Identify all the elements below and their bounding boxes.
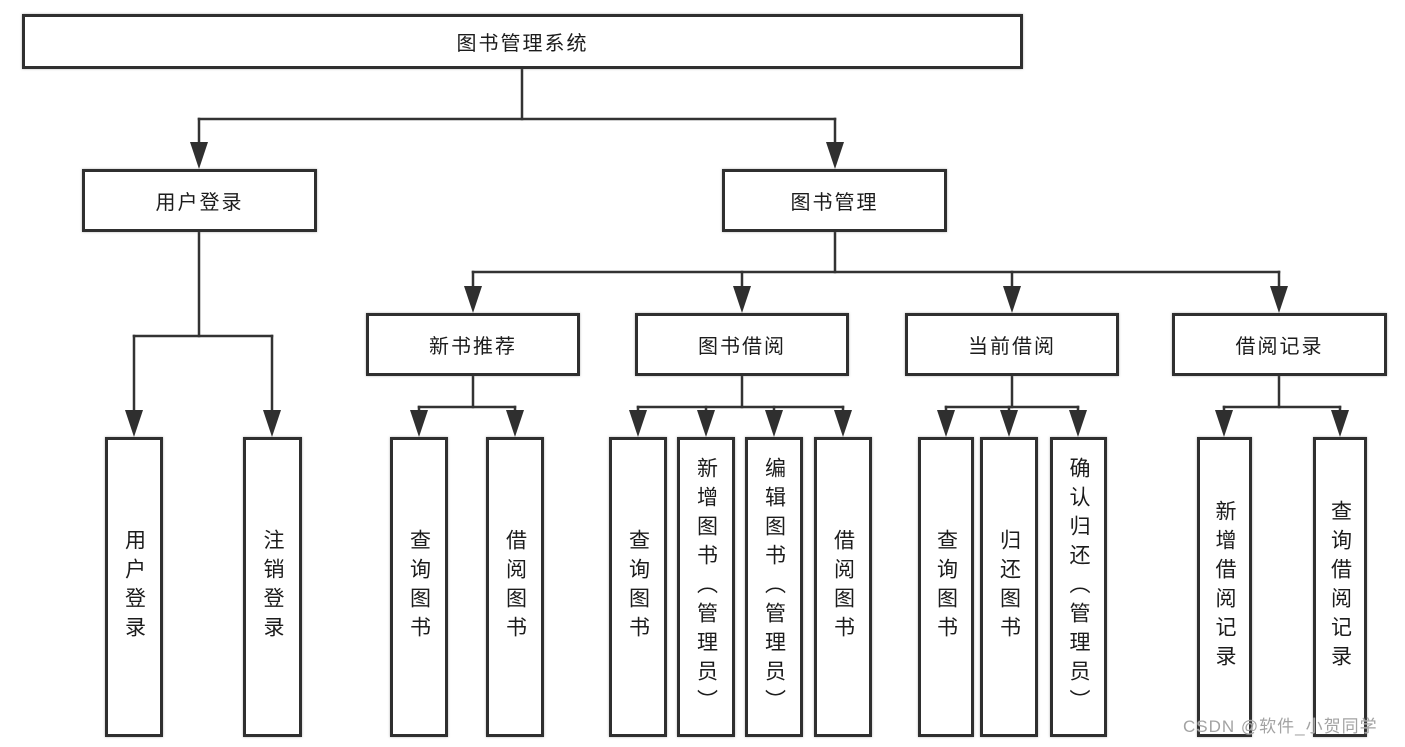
node-label: 新书推荐: [429, 336, 517, 358]
node-label: 用户登录: [155, 192, 244, 214]
node-new-book-recommend: 新书推荐: [366, 313, 580, 376]
node-label: 借阅记录: [1235, 336, 1324, 358]
node-label: 新增借阅记录: [1213, 500, 1237, 674]
arrow-down-icon: [1069, 410, 1087, 437]
node-label: 查询图书: [934, 529, 958, 645]
node-label: 图书管理: [790, 192, 879, 214]
arrow-down-icon: [190, 142, 208, 169]
node-label: 归还图书: [997, 529, 1021, 645]
node-label: 用户登录: [122, 529, 146, 645]
arrow-down-icon: [1270, 286, 1288, 313]
leaf-confirm-return-admin: 确认归还（管理员）: [1050, 437, 1107, 737]
node-label: 查询借阅记录: [1328, 500, 1352, 674]
arrow-down-icon: [733, 286, 751, 313]
arrow-down-icon: [410, 410, 428, 437]
arrow-down-icon: [464, 286, 482, 313]
arrow-down-icon: [1000, 410, 1018, 437]
leaf-user-login: 用户登录: [105, 437, 163, 737]
leaf-edit-book-admin: 编辑图书（管理员）: [745, 437, 803, 737]
arrow-down-icon: [629, 410, 647, 437]
leaf-add-borrow-record: 新增借阅记录: [1197, 437, 1252, 737]
leaf-query-books-current: 查询图书: [918, 437, 974, 737]
node-borrowing-records: 借阅记录: [1172, 313, 1387, 376]
leaf-borrow-books-recommend: 借阅图书: [486, 437, 544, 737]
node-label: 查询图书: [626, 529, 650, 645]
node-label: 编辑图书（管理员）: [762, 456, 786, 718]
node-library-system: 图书管理系统: [22, 14, 1023, 69]
node-label: 查询图书: [407, 529, 431, 645]
arrow-down-icon: [1003, 286, 1021, 313]
arrow-down-icon: [1215, 410, 1233, 437]
node-label: 图书管理系统: [456, 33, 589, 55]
leaf-logout: 注销登录: [243, 437, 302, 737]
node-user-login: 用户登录: [82, 169, 317, 232]
node-label: 确认归还（管理员）: [1067, 456, 1091, 718]
node-label: 注销登录: [261, 529, 285, 645]
arrow-down-icon: [1331, 410, 1349, 437]
leaf-borrow-books: 借阅图书: [814, 437, 872, 737]
node-current-borrowing: 当前借阅: [905, 313, 1119, 376]
arrow-down-icon: [506, 410, 524, 437]
node-book-borrowing: 图书借阅: [635, 313, 849, 376]
arrow-down-icon: [263, 410, 281, 437]
leaf-query-books-borrow: 查询图书: [609, 437, 667, 737]
node-label: 当前借阅: [968, 336, 1056, 358]
arrow-down-icon: [834, 410, 852, 437]
arrow-down-icon: [697, 410, 715, 437]
arrow-down-icon: [826, 142, 844, 169]
node-label: 新增图书（管理员）: [694, 456, 718, 718]
leaf-query-borrow-record: 查询借阅记录: [1313, 437, 1367, 737]
leaf-return-book: 归还图书: [980, 437, 1038, 737]
leaf-add-book-admin: 新增图书（管理员）: [677, 437, 735, 737]
node-book-management: 图书管理: [722, 169, 947, 232]
arrow-down-icon: [125, 410, 143, 437]
arrow-down-icon: [937, 410, 955, 437]
node-label: 图书借阅: [698, 336, 786, 358]
node-label: 借阅图书: [503, 529, 527, 645]
watermark: CSDN @软件_小贺同学: [1183, 717, 1378, 736]
arrow-down-icon: [765, 410, 783, 437]
leaf-query-books-recommend: 查询图书: [390, 437, 448, 737]
node-label: 借阅图书: [831, 529, 855, 645]
